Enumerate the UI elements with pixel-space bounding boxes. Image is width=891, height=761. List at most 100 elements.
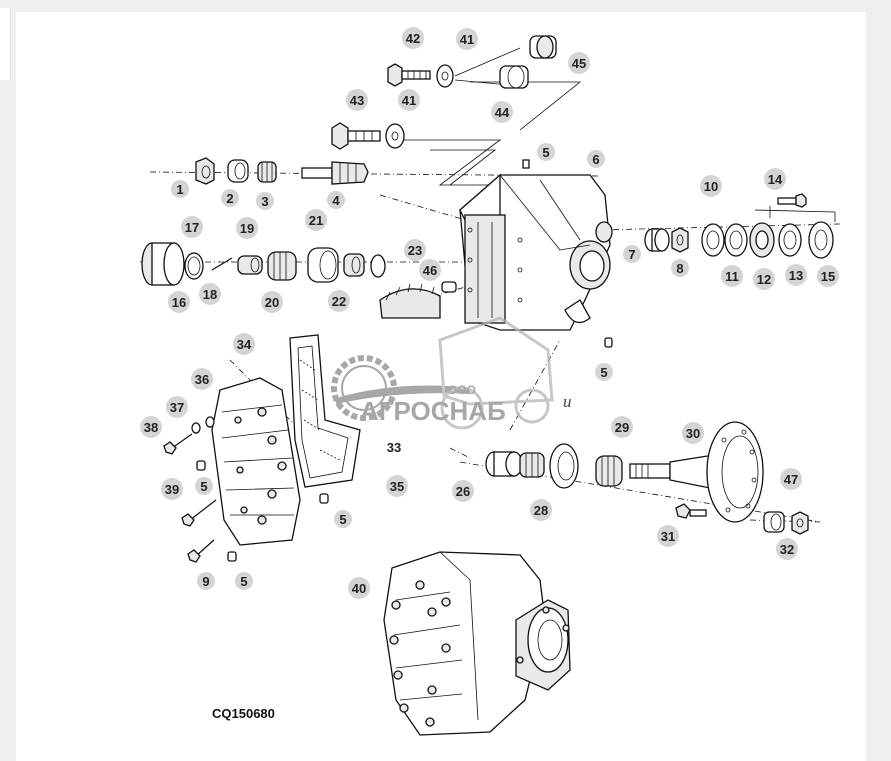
callout-badge — [197, 572, 215, 590]
callout-number: 32 — [780, 542, 794, 557]
callout-number: 45 — [572, 56, 586, 71]
part-46-plug — [441, 281, 457, 293]
callout-number: 39 — [165, 482, 179, 497]
callout-39: 39 — [161, 478, 183, 500]
callout-5-4: 5 — [334, 510, 352, 528]
callout-42: 42 — [402, 27, 424, 49]
callout-badge — [348, 577, 370, 599]
callout-badge — [386, 475, 408, 497]
callout-41-2: 41 — [398, 89, 420, 111]
callout-23: 23 — [404, 239, 426, 261]
callout-number: 41 — [460, 32, 474, 47]
callout-17: 17 — [181, 216, 203, 238]
callout-badge — [595, 363, 613, 381]
part-7-seal — [644, 228, 670, 252]
callout-44: 44 — [491, 101, 513, 123]
callout-number: 19 — [240, 221, 254, 236]
callout-37: 37 — [166, 396, 188, 418]
callout-badge — [334, 510, 352, 528]
part-10-flange — [701, 223, 725, 257]
callout-4: 4 — [327, 191, 345, 209]
callout-22: 22 — [328, 290, 350, 312]
callout-number: 9 — [202, 574, 209, 589]
callout-31: 31 — [657, 525, 679, 547]
part-18-pin — [211, 257, 233, 271]
callout-badge — [491, 101, 513, 123]
callout-number: 42 — [406, 31, 420, 46]
callout-30: 30 — [682, 422, 704, 444]
part-6-housing — [459, 159, 613, 331]
callout-badge — [181, 216, 203, 238]
callout-number: 2 — [226, 191, 233, 206]
callout-6: 6 — [587, 150, 605, 168]
callout-40: 40 — [348, 577, 370, 599]
callout-9: 9 — [197, 572, 215, 590]
callout-number: 8 — [676, 261, 683, 276]
watermark-logo: ООО АГРОСНАБ — [331, 316, 554, 430]
callout-number: 41 — [402, 93, 416, 108]
part-22-cone — [343, 253, 365, 277]
callout-badge — [235, 572, 253, 590]
callout-5-5: 5 — [235, 572, 253, 590]
callout-badge — [587, 150, 605, 168]
callout-badge — [168, 291, 190, 313]
callout-45: 45 — [568, 52, 590, 74]
part-17-ring — [184, 252, 204, 280]
part-11-gasket — [724, 223, 748, 257]
callout-number: 12 — [757, 272, 771, 287]
part-41-washer-top — [436, 64, 454, 88]
callout-number: 1 — [176, 182, 183, 197]
callout-number: 6 — [592, 152, 599, 167]
callout-badge — [305, 209, 327, 231]
callout-badge — [256, 192, 274, 210]
callout-number: 47 — [784, 472, 798, 487]
part-20-gear — [267, 251, 297, 281]
callout-41: 41 — [456, 28, 478, 50]
callout-number: 30 — [686, 426, 700, 441]
callout-badge — [721, 265, 743, 287]
callout-number: 35 — [390, 479, 404, 494]
callout-badge — [166, 396, 188, 418]
callout-number: 37 — [170, 400, 184, 415]
callout-badge — [261, 291, 283, 313]
part-3-bearing — [257, 161, 277, 183]
part-34-cover — [211, 377, 301, 546]
callout-8: 8 — [671, 259, 689, 277]
callout-36: 36 — [191, 368, 213, 390]
callout-5-3: 5 — [195, 477, 213, 495]
callout-badge — [530, 499, 552, 521]
callout-badge — [221, 189, 239, 207]
callout-1: 1 — [171, 180, 189, 198]
callout-badge — [236, 217, 258, 239]
part-43-bolt — [331, 122, 381, 150]
callout-badge — [199, 283, 221, 305]
callout-badge — [817, 265, 839, 287]
callout-number: 33 — [387, 440, 401, 455]
callout-number: 5 — [240, 574, 247, 589]
part-21-bearing-cup — [307, 247, 339, 283]
part-42-bolt — [387, 63, 431, 87]
callout-badge — [764, 168, 786, 190]
callout-number: 29 — [615, 420, 629, 435]
callout-number: 26 — [456, 484, 470, 499]
callout-number: 14 — [768, 172, 783, 187]
callout-badge — [568, 52, 590, 74]
callout-number: 46 — [423, 263, 437, 278]
left-panel-edge — [0, 8, 11, 80]
callout-badge — [785, 264, 807, 286]
callout-12: 12 — [753, 268, 775, 290]
watermark-small-text: ООО — [448, 383, 476, 397]
callout-number: 34 — [237, 337, 252, 352]
callout-5-2: 5 — [595, 363, 613, 381]
callout-35: 35 — [386, 475, 408, 497]
callout-34: 34 — [233, 333, 255, 355]
callout-number: 36 — [195, 372, 209, 387]
part-26-cup — [485, 451, 523, 477]
callout-badge — [140, 416, 162, 438]
callout-number: 28 — [534, 503, 548, 518]
part-28-cup — [549, 443, 579, 489]
callout-number: 31 — [661, 529, 675, 544]
callout-badge — [780, 468, 802, 490]
callout-number: 23 — [408, 243, 422, 258]
callout-badge — [398, 89, 420, 111]
